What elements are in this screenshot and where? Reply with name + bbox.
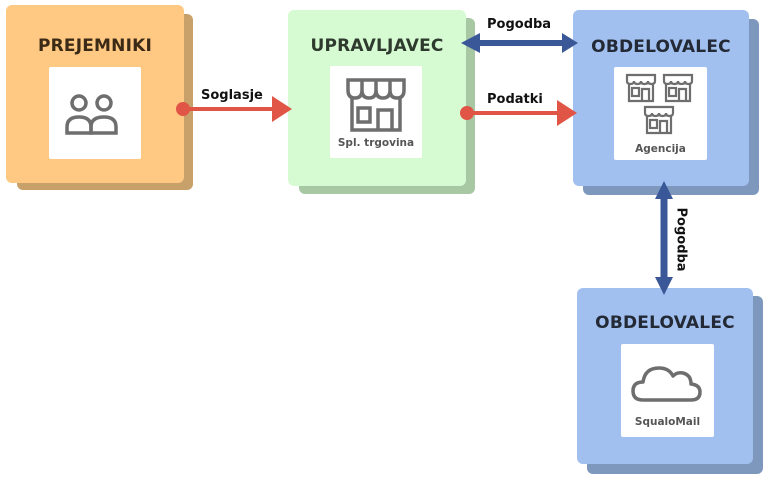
card-upravljavec: UPRAVLJAVEC Spl. trgovina (288, 10, 466, 186)
arrowhead (272, 96, 292, 122)
card-obdelovalec-squalomail: OBDELOVALEC SqualoMail (577, 288, 753, 464)
arrowhead (557, 100, 577, 126)
edge-contract-2-label: Pogodba (673, 207, 689, 272)
card-obdelovalec-agency: OBDELOVALEC Agencija (573, 10, 749, 186)
node-caption: Agencija (635, 143, 686, 155)
users-icon (65, 94, 118, 135)
node-caption: SqualoMail (634, 416, 701, 428)
icon-box: Spl. trgovina (330, 66, 422, 158)
arrowhead (655, 181, 673, 199)
cloud-icon (631, 366, 702, 402)
store-icon (346, 78, 406, 132)
arrowhead (655, 277, 673, 295)
icon-box (49, 67, 141, 159)
edge-data-label: Podatki (487, 92, 543, 107)
node-title: UPRAVLJAVEC (310, 36, 444, 56)
node-title: OBDELOVALEC (595, 313, 735, 333)
arrowhead (562, 33, 578, 53)
card-prejemniki: PREJEMNIKI (6, 5, 184, 183)
icon-box: SqualoMail (621, 344, 714, 437)
edge-consent-label: Soglasje (201, 88, 263, 103)
arrowhead (461, 33, 480, 53)
edge-contract-1-label: Pogodba (487, 17, 552, 32)
node-caption: Spl. trgovina (337, 137, 415, 149)
icon-box: Agencija (614, 67, 707, 160)
node-title: OBDELOVALEC (591, 37, 731, 57)
node-title: PREJEMNIKI (37, 36, 153, 56)
